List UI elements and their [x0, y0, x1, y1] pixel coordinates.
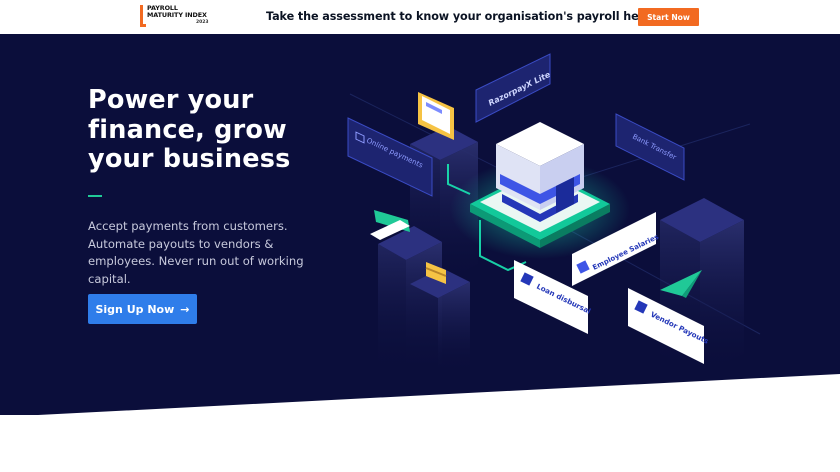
banner-message: Take the assessment to know your organis… — [266, 10, 668, 23]
payments-illustration: Online payments RazorpayX Lite Bank Tran… — [347, 53, 761, 374]
pillar-left-3 — [410, 268, 470, 374]
hero-bottom-divider — [0, 374, 840, 472]
logo-year: 2023 — [196, 20, 209, 25]
accent-divider — [88, 195, 102, 197]
paper-plane-icon — [660, 270, 702, 298]
credit-card-icon — [425, 262, 447, 284]
logo-bracket-icon — [140, 5, 146, 27]
headline-line3: your business — [88, 144, 291, 174]
hero-section: Online payments RazorpayX Lite Bank Tran… — [0, 34, 840, 472]
headline-line2: finance, grow — [88, 114, 287, 145]
logo-line2: MATURITY INDEX — [147, 11, 207, 20]
sign-up-button[interactable]: Sign Up Now → — [88, 294, 197, 324]
logo-text: PAYROLL MATURITY INDEX — [147, 4, 207, 20]
start-now-button[interactable]: Start Now — [638, 8, 699, 26]
hero-headline: Power your finance, grow your business — [88, 85, 358, 175]
phone-icon — [370, 210, 410, 240]
logo-line1: PAYROLL — [147, 4, 178, 12]
hero-subtext: Accept payments from customers. Automate… — [88, 219, 304, 286]
central-platform — [470, 122, 610, 248]
sign-up-label: Sign Up Now — [95, 302, 175, 316]
invoice-card-icon — [418, 92, 454, 140]
headline-line1: Power your — [88, 85, 254, 115]
top-banner: PAYROLL MATURITY INDEX 2023 Take the ass… — [0, 0, 840, 34]
arrow-right-icon: → — [180, 302, 190, 316]
payroll-maturity-index-logo[interactable]: PAYROLL MATURITY INDEX 2023 — [140, 4, 210, 29]
